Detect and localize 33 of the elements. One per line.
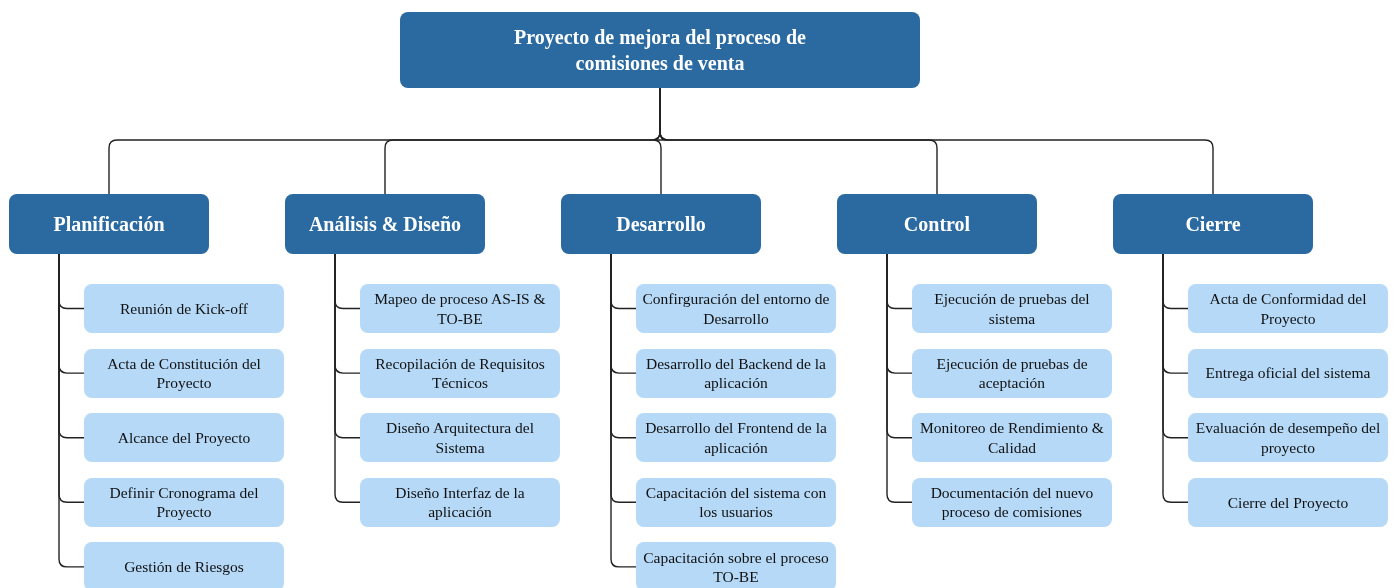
task-box: Definir Cronograma del Proyecto [84,477,284,527]
connector-line [610,253,637,568]
task-box: Monitoreo de Rendimiento & Calidad [912,413,1112,463]
task-box: Confirguración del entorno de Desarrollo [636,284,836,333]
task-box: Recopilación de Requisitos Técnicos [360,348,560,398]
task-box: Capacitación sobre el proceso TO-BE [636,542,836,588]
task-box: Documentación del nuevo proceso de comisiones [912,477,1112,527]
task-box: Diseño Arquitectura del Sistema [360,413,560,463]
task-box: Desarrollo del Frontend de la aplicación [636,413,836,463]
task-box: Diseño Interfaz de la aplicación [360,477,560,527]
task-box: Acta de Conformidad del Proyecto [1188,284,1388,333]
connector-line [886,253,913,503]
task-box: Reunión de Kick-off [84,284,284,333]
task-box: Entrega oficial del sistema [1188,348,1388,398]
connector-line [1162,253,1189,503]
project-box: Proyecto de mejora del proceso de comisiones de venta [400,12,920,88]
connector-line [334,253,361,503]
task-box: Desarrollo del Backend de la aplicación [636,348,836,398]
task-box: Ejecución de pruebas del sistema [912,284,1112,333]
phase-box: Desarrollo [561,194,761,254]
task-box: Mapeo de proceso AS-IS & TO-BE [360,284,560,333]
phase-box: Cierre [1113,194,1313,254]
phase-box: Control [837,194,1037,254]
task-box: Alcance del Proyecto [84,413,284,463]
task-box: Ejecución de pruebas de aceptación [912,348,1112,398]
task-box: Cierre del Proyecto [1188,477,1388,527]
connector-line [58,253,85,568]
task-box: Capacitación del sistema con los usuarios [636,477,836,527]
task-box: Evaluación de desempeño del proyecto [1188,413,1388,463]
task-box: Gestión de Riesgos [84,542,284,588]
task-box: Acta de Constitución del Proyecto [84,348,284,398]
phase-box: Planificación [9,194,209,254]
phase-box: Análisis & Diseño [285,194,485,254]
